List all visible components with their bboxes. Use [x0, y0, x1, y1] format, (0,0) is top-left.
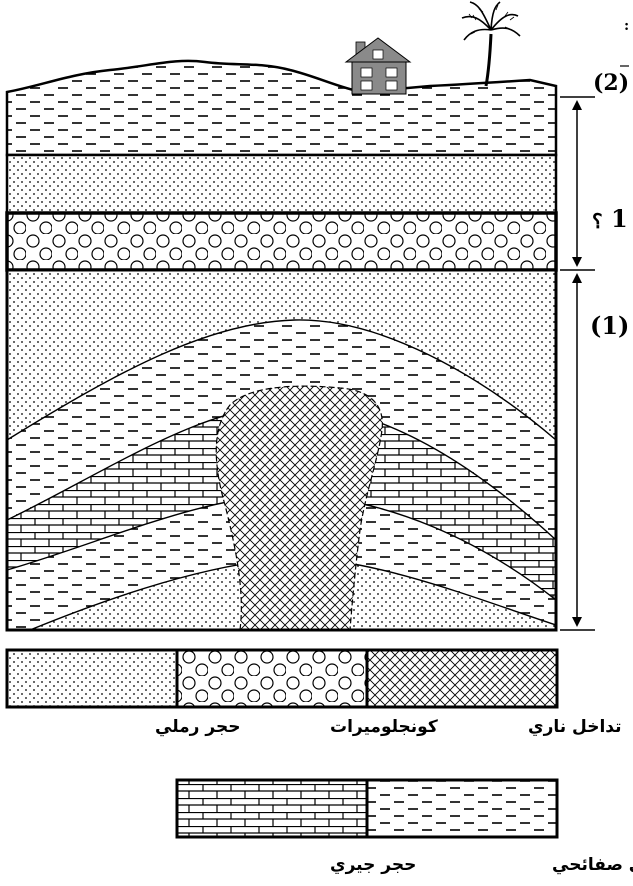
- legend-label-limestone: حجر جيري: [330, 855, 416, 875]
- legend-label-sandstone: حجر رملي: [155, 717, 240, 737]
- legend-swatch-sandstone: [5, 648, 179, 709]
- folded-shale-band-upper: [7, 319, 556, 540]
- middle-marker-symbol: ؟: [592, 209, 603, 233]
- palm-tree-icon: [461, 1, 521, 87]
- house-icon: [344, 37, 412, 95]
- middle-marker-number: 1: [611, 204, 628, 233]
- legend-swatch-igneous: [365, 648, 559, 709]
- upper-series-colon: :: [624, 18, 629, 34]
- conglomerate-layer: [5, 211, 558, 272]
- lower-series-marker: (1): [590, 311, 629, 340]
- legend-label-conglomerate: كونجلوميرات: [330, 717, 438, 737]
- folded-lower-series: [7, 270, 556, 630]
- upper-sandstone-layer: [5, 153, 558, 215]
- folded-limestone-band: [7, 404, 556, 600]
- legend-label-shale: حجر طيني صفائحي: [552, 855, 633, 875]
- legend-swatch-conglomerate: [175, 648, 369, 709]
- legend-swatch-shale: [365, 778, 559, 839]
- upper-series-marker: (2): [593, 70, 629, 96]
- legend-swatch-limestone: [175, 778, 369, 839]
- top-shale-layer: [5, 59, 558, 157]
- legend-label-igneous: تداخل ناري: [528, 717, 622, 737]
- igneous-intrusion: [215, 385, 383, 630]
- thickness-arrows: [560, 96, 595, 631]
- legend: حجر رملي كونجلوميرات تداخل ناري حجر جيري…: [5, 648, 633, 875]
